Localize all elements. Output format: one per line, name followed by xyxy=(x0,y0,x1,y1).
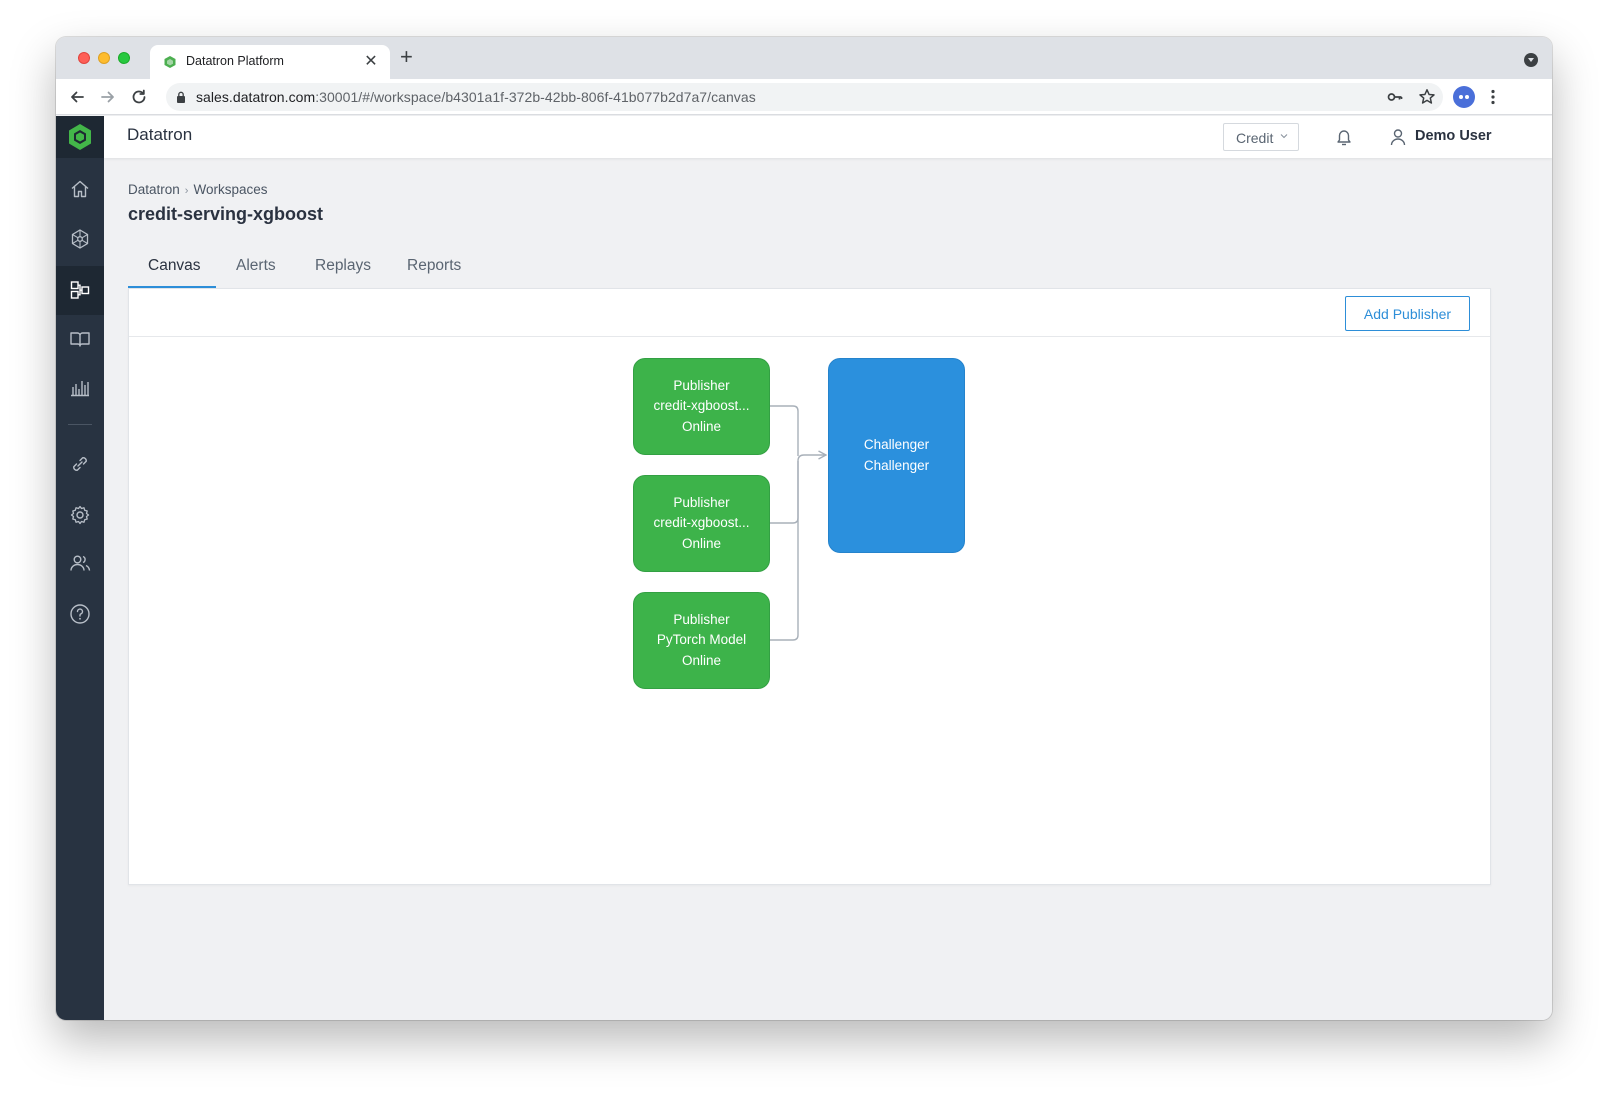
book-icon xyxy=(70,332,90,347)
users-icon xyxy=(70,555,91,571)
chevron-down-icon xyxy=(1280,134,1288,139)
user-icon[interactable] xyxy=(1388,127,1408,147)
challenger-type: Challenger xyxy=(863,437,930,452)
datatron-logo-icon xyxy=(69,124,91,150)
publisher-status: Online xyxy=(681,652,722,668)
active-tab-indicator xyxy=(128,286,216,289)
add-publisher-button[interactable]: Add Publisher xyxy=(1345,296,1470,331)
user-menu[interactable]: Demo User xyxy=(1415,128,1492,144)
new-tab-button[interactable]: + xyxy=(400,44,413,69)
publisher-node[interactable]: Publisher PyTorch Model Online xyxy=(633,592,770,689)
app-root: Datatron Credit Demo User Datatron › Works… xyxy=(56,116,1552,1020)
address-bar[interactable]: sales.datatron.com:30001/#/workspace/b43… xyxy=(166,83,1443,111)
app-title: Datatron xyxy=(127,125,193,144)
datatron-favicon-icon xyxy=(164,56,176,68)
reload-icon[interactable] xyxy=(128,86,150,108)
sidebar-item-settings[interactable] xyxy=(68,503,92,527)
tab-alerts[interactable]: Alerts xyxy=(236,257,276,274)
tab-search-icon[interactable] xyxy=(1524,53,1538,67)
close-tab-icon[interactable]: ✕ xyxy=(364,53,378,70)
sidebar-item-home[interactable] xyxy=(68,177,92,201)
tab-replays[interactable]: Replays xyxy=(315,257,371,274)
password-key-icon[interactable] xyxy=(1384,86,1406,108)
canvas-panel: Add Publisher Publisher credit-xgboost..… xyxy=(128,288,1491,885)
publisher-name: credit-xgboost... xyxy=(653,515,750,531)
home-icon xyxy=(71,180,89,198)
edge-publisher-1 xyxy=(769,405,799,456)
challenger-node[interactable]: Challenger Challenger xyxy=(828,358,965,553)
browser-toolbar: sales.datatron.com:30001/#/workspace/b43… xyxy=(56,79,1552,115)
browser-tab-strip: Datatron Platform ✕ + xyxy=(56,37,1552,79)
sidebar-item-help[interactable] xyxy=(68,602,92,626)
browser-tab-title: Datatron Platform xyxy=(186,54,284,68)
sidebar-item-docs[interactable] xyxy=(68,327,92,351)
sidebar-item-workspaces[interactable] xyxy=(68,278,92,302)
publisher-name: credit-xgboost... xyxy=(653,398,750,414)
help-icon xyxy=(70,604,90,624)
project-select-value: Credit xyxy=(1236,130,1274,146)
url-text: sales.datatron.com:30001/#/workspace/b43… xyxy=(196,89,756,105)
challenger-name: Challenger xyxy=(863,457,930,473)
close-window-button[interactable] xyxy=(78,52,90,64)
extension-puzzle-icon xyxy=(1459,95,1469,99)
bookmark-star-icon[interactable] xyxy=(1416,86,1438,108)
edge-publisher-3 xyxy=(769,461,799,641)
sidebar xyxy=(56,116,104,1020)
lock-icon xyxy=(177,91,185,103)
browser-tab[interactable]: Datatron Platform ✕ xyxy=(150,45,390,79)
datatron-logo[interactable] xyxy=(56,116,104,158)
publisher-type: Publisher xyxy=(673,611,730,627)
publisher-type: Publisher xyxy=(673,494,730,510)
more-menu-icon[interactable] xyxy=(1482,86,1504,108)
publisher-status: Online xyxy=(681,418,722,434)
sidebar-item-users[interactable] xyxy=(68,551,92,575)
publisher-name: PyTorch Model xyxy=(656,632,747,648)
breadcrumb-item-datatron[interactable]: Datatron xyxy=(128,182,180,197)
url-host: sales.datatron.com xyxy=(196,89,316,105)
canvas-edges xyxy=(769,405,1492,641)
link-icon xyxy=(73,457,87,471)
publisher-node[interactable]: Publisher credit-xgboost... Online xyxy=(633,358,770,455)
profile-avatar[interactable] xyxy=(1453,86,1475,108)
publisher-status: Online xyxy=(681,535,722,551)
notifications-bell-icon[interactable] xyxy=(1333,126,1355,148)
tab-reports[interactable]: Reports xyxy=(407,257,462,274)
publisher-node[interactable]: Publisher credit-xgboost... Online xyxy=(633,475,770,572)
tab-canvas[interactable]: Canvas xyxy=(148,257,201,274)
sidebar-divider xyxy=(68,424,92,425)
publisher-type: Publisher xyxy=(673,377,730,393)
app-header: Datatron Credit Demo User xyxy=(104,116,1552,158)
breadcrumb: Datatron › Workspaces xyxy=(128,182,267,197)
page-title: credit-serving-xgboost xyxy=(128,204,324,224)
url-path: :30001/#/workspace/b4301a1f-372b-42bb-80… xyxy=(315,89,756,105)
workspaces-icon xyxy=(70,281,90,299)
browser-window: Datatron Platform ✕ + sales.datatron.com… xyxy=(56,37,1552,1020)
canvas-toolbar: Add Publisher xyxy=(129,289,1490,337)
sidebar-item-integrations[interactable] xyxy=(68,452,92,476)
breadcrumb-item-workspaces[interactable]: Workspaces xyxy=(193,182,268,197)
gear-icon xyxy=(70,505,90,525)
forward-icon[interactable] xyxy=(97,86,119,108)
breadcrumb-separator: › xyxy=(184,185,189,197)
sidebar-item-analytics[interactable] xyxy=(68,375,92,399)
project-select[interactable]: Credit xyxy=(1223,123,1299,151)
back-icon[interactable] xyxy=(66,86,88,108)
zoom-window-button[interactable] xyxy=(118,52,130,64)
minimize-window-button[interactable] xyxy=(98,52,110,64)
sidebar-item-models[interactable] xyxy=(68,227,92,251)
edge-publisher-2 xyxy=(769,461,799,524)
edge-to-challenger xyxy=(797,455,826,462)
model-network-icon xyxy=(71,229,89,249)
bar-chart-icon xyxy=(71,381,89,397)
